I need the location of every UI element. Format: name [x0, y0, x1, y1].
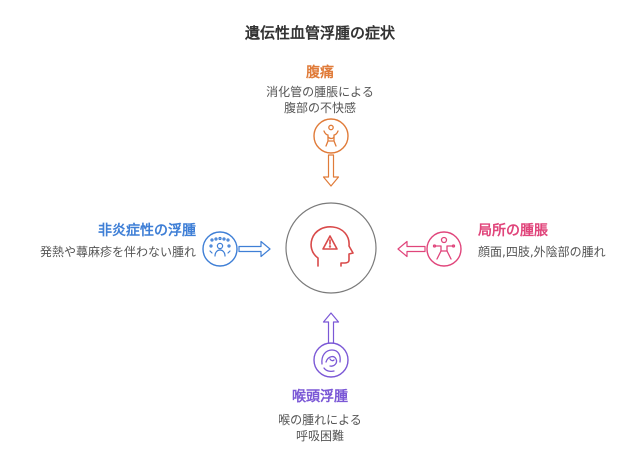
right-arrow	[397, 240, 426, 258]
left-heading: 非炎症性の浮腫	[98, 223, 196, 239]
head-warning-icon	[310, 226, 354, 267]
top-description-line2: 腹部の不快感	[283, 101, 356, 115]
right-node-circle	[426, 231, 462, 267]
people-group-icon	[209, 236, 231, 257]
left-description: 発熱や蕁麻疹を伴わない腫れ	[39, 245, 196, 259]
diagram-title: 遺伝性血管浮腫の症状	[244, 24, 395, 42]
top-description-line1: 消化管の腫脹による	[266, 85, 374, 99]
stomach-icon	[323, 124, 339, 147]
bottom-arrow	[322, 312, 340, 344]
right-description: 顔面,四肢,外陰部の腫れ	[478, 245, 606, 259]
left-node	[202, 231, 271, 267]
top-heading: 腹痛	[306, 65, 334, 81]
center-node	[285, 202, 377, 294]
bottom-description-line1: 喉の腫れによる	[278, 413, 362, 427]
center-circle	[285, 202, 377, 294]
person-body-icon	[432, 236, 456, 260]
right-node	[397, 231, 462, 267]
bottom-description-line2: 呼吸困難	[295, 429, 344, 443]
bottom-node	[313, 312, 349, 378]
right-heading: 局所の腫脹	[478, 223, 548, 239]
top-node-circle	[313, 118, 349, 154]
throat-icon	[321, 349, 341, 373]
left-arrow	[238, 240, 271, 258]
bottom-heading: 喉頭浮腫	[292, 389, 348, 405]
top-node	[313, 118, 349, 187]
top-arrow	[322, 154, 340, 187]
